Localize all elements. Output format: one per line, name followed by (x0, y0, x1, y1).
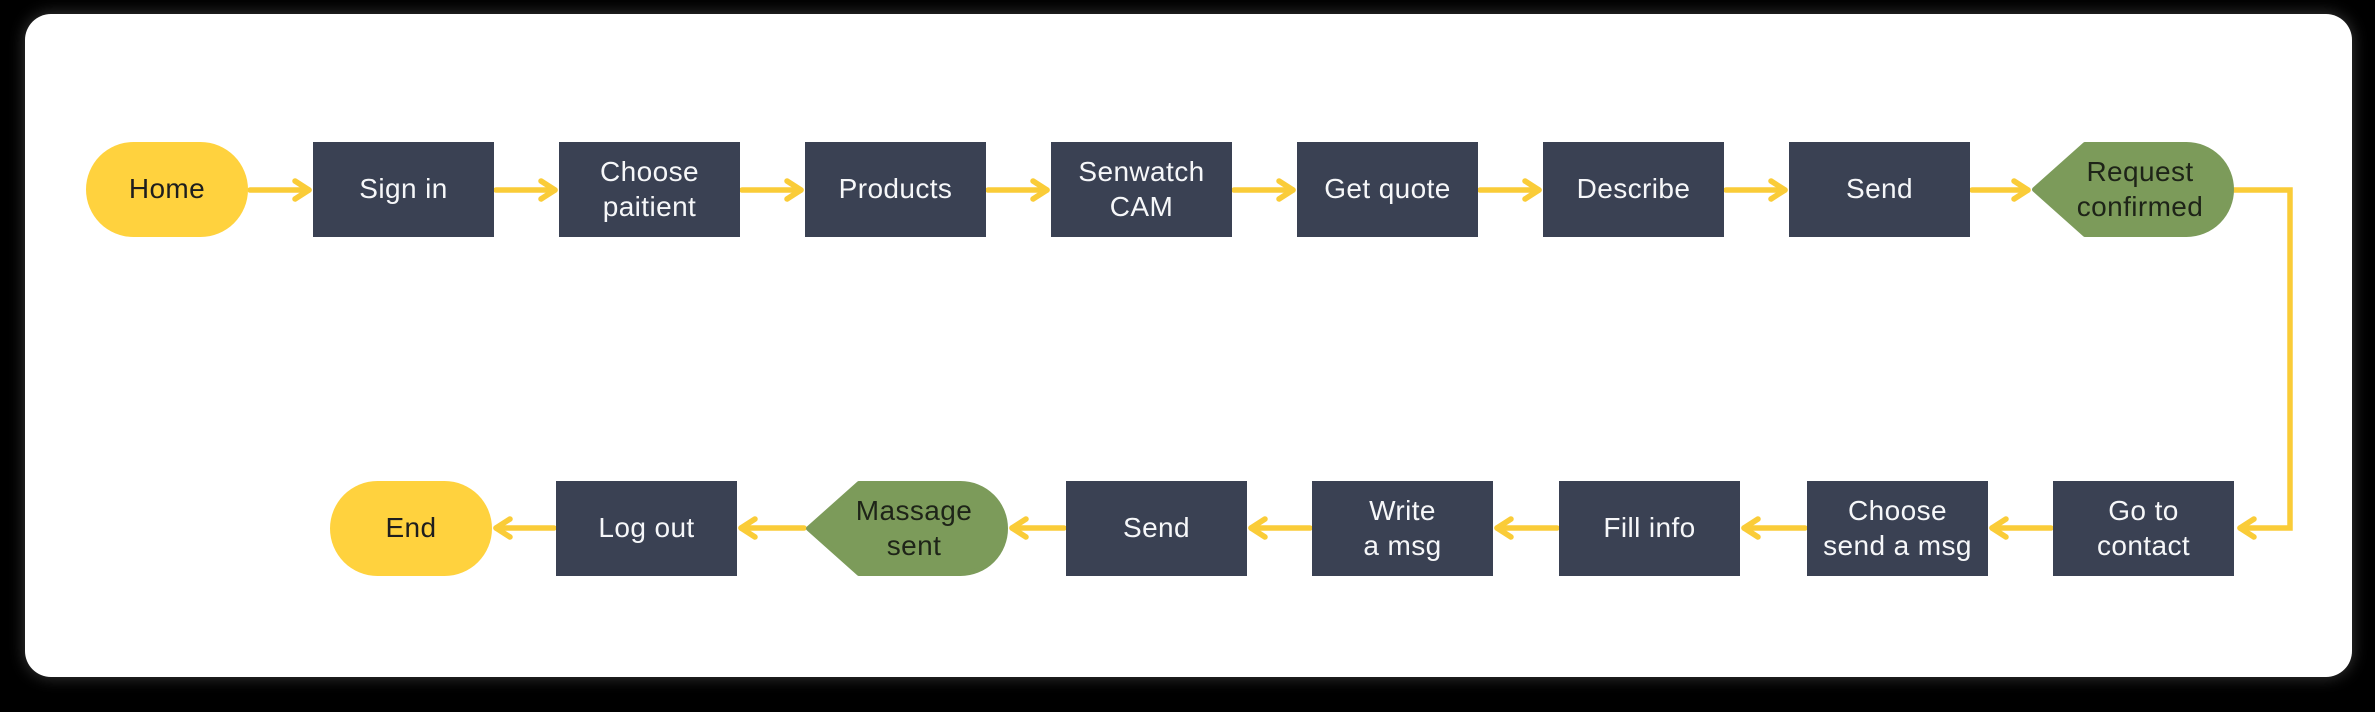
node-send-2: Send (1066, 481, 1247, 576)
node-label: Describe (1576, 173, 1691, 205)
node-senwatch-cam: Senwatch CAM (1051, 142, 1232, 237)
node-request-confirmed: Request confirmed (2032, 142, 2234, 237)
node-label: Request confirmed (2076, 156, 2204, 222)
node-label: Products (838, 173, 953, 205)
milestone-shape (806, 481, 1008, 576)
node-log-out: Log out (556, 481, 737, 576)
node-label: Send (1846, 173, 1913, 205)
node-label: End (385, 512, 437, 544)
node-sign-in: Sign in (313, 142, 494, 237)
node-label: Choose send a msg (1823, 495, 1972, 561)
node-go-to-contact: Go to contact (2053, 481, 2234, 576)
node-label: Go to contact (2096, 495, 2191, 561)
node-choose-send-a-msg: Choose send a msg (1807, 481, 1988, 576)
node-choose-paitient: Choose paitient (559, 142, 740, 237)
milestone-shape (2032, 142, 2234, 237)
node-label: Home (128, 173, 206, 205)
flowchart-canvas (25, 14, 2352, 677)
node-home: Home (86, 142, 248, 237)
node-label: Fill info (1603, 512, 1696, 544)
node-end: End (330, 481, 492, 576)
node-label: Massage sent (855, 495, 973, 561)
node-describe: Describe (1543, 142, 1724, 237)
node-send: Send (1789, 142, 1970, 237)
node-massage-sent: Massage sent (806, 481, 1008, 576)
node-label: Get quote (1324, 173, 1451, 205)
node-products: Products (805, 142, 986, 237)
node-get-quote: Get quote (1297, 142, 1478, 237)
node-label: Write a msg (1363, 495, 1442, 561)
node-label: Send (1123, 512, 1190, 544)
node-fill-info: Fill info (1559, 481, 1740, 576)
node-label: Choose paitient (600, 156, 699, 222)
node-write-a-msg: Write a msg (1312, 481, 1493, 576)
node-label: Sign in (359, 173, 448, 205)
node-label: Log out (598, 512, 695, 544)
node-label: Senwatch CAM (1078, 156, 1205, 222)
